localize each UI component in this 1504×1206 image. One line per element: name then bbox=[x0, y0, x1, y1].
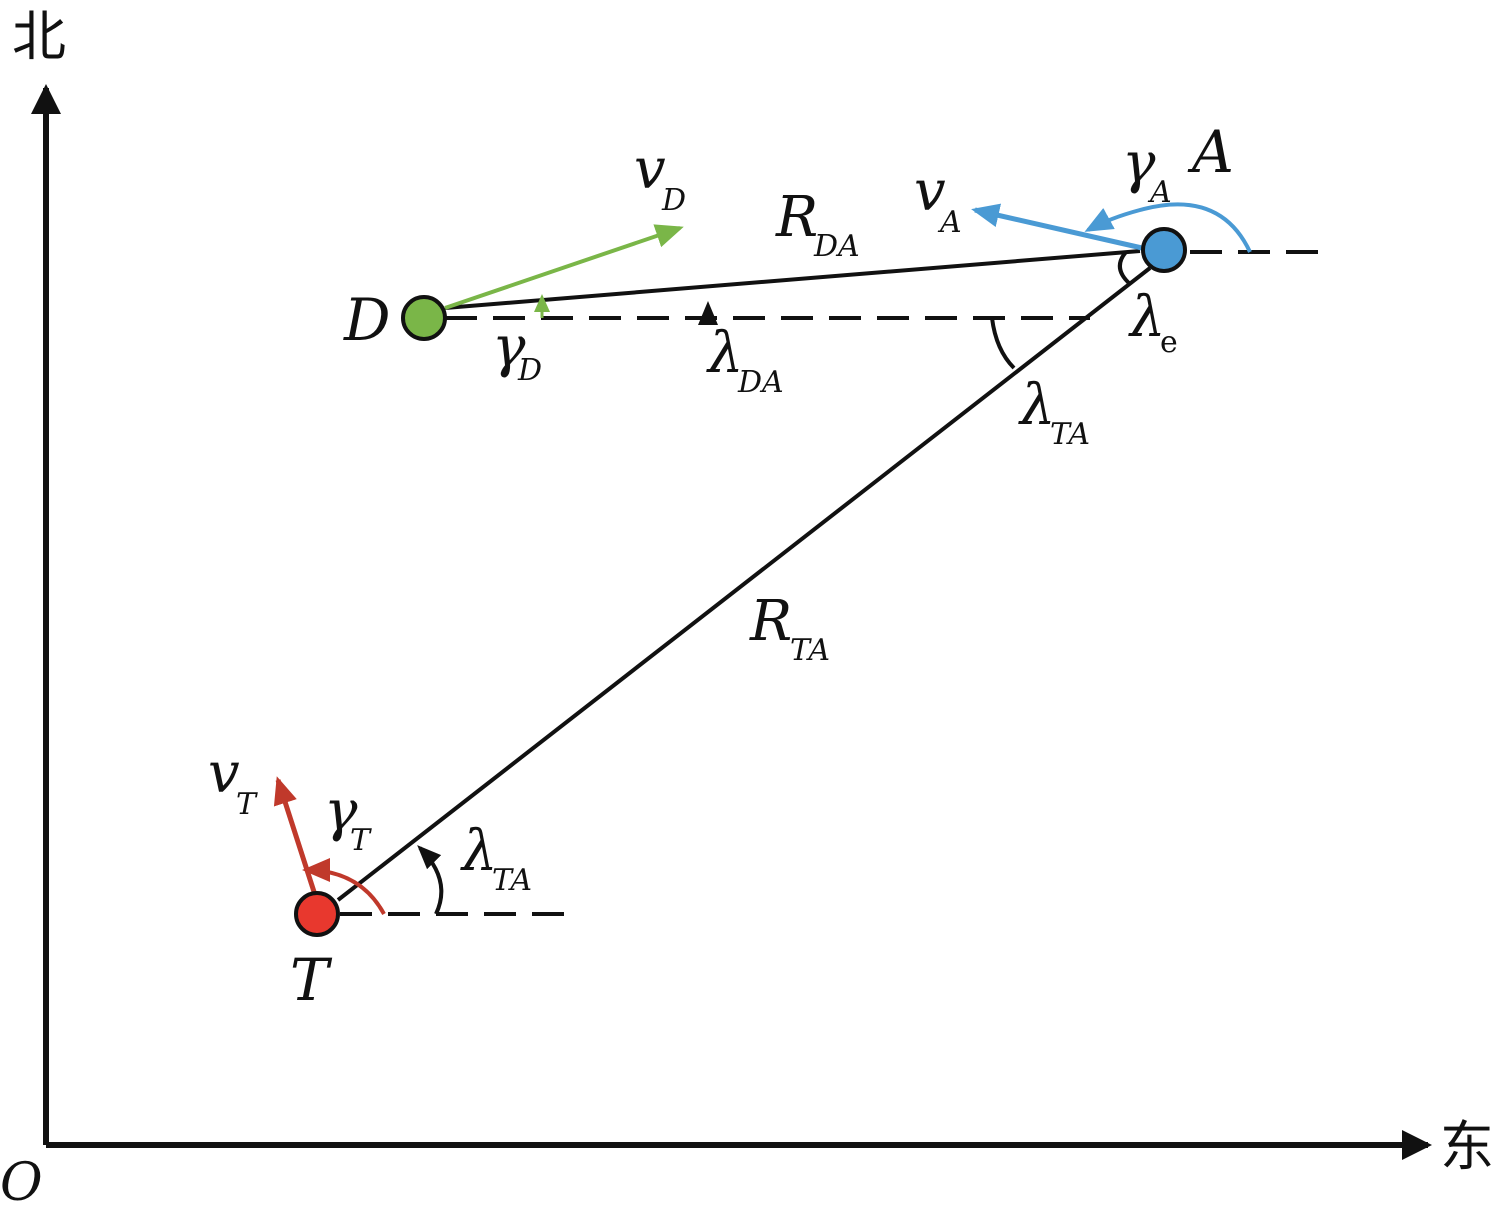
svg-text:λ: λ bbox=[460, 819, 498, 884]
line-R-TA bbox=[336, 266, 1152, 902]
svg-text:v: v bbox=[634, 137, 666, 202]
svg-text:A: A bbox=[937, 205, 962, 240]
label-lambda-TA-bottom: λ TA bbox=[460, 819, 532, 898]
gamma-A-arc bbox=[1084, 202, 1252, 253]
svg-text:T: T bbox=[350, 823, 372, 858]
svg-text:A: A bbox=[1147, 175, 1172, 210]
gamma-T-arc bbox=[302, 858, 386, 915]
label-lambda-DA: λ DA bbox=[706, 321, 784, 400]
label-gamma-D: γ D bbox=[492, 315, 542, 388]
svg-text:R: R bbox=[749, 589, 792, 654]
lambda-e-arc bbox=[1118, 250, 1132, 286]
v-D-vector bbox=[444, 224, 684, 310]
v-T-vector bbox=[273, 776, 319, 899]
east-axis-label: 东 bbox=[1440, 1115, 1494, 1178]
svg-text:λ: λ bbox=[706, 321, 744, 386]
point-D bbox=[401, 295, 447, 341]
label-gamma-T: γ T bbox=[324, 779, 372, 858]
label-v-T: v T bbox=[208, 741, 258, 822]
svg-text:DA: DA bbox=[737, 365, 784, 400]
label-v-A: v A bbox=[914, 159, 962, 240]
svg-text:DA: DA bbox=[813, 229, 860, 264]
lambda-TA-top-arc bbox=[990, 317, 1016, 370]
label-lambda-TA-top: λ TA bbox=[1018, 373, 1090, 452]
lambda-TA-bottom-arc bbox=[417, 845, 444, 915]
svg-text:D: D bbox=[661, 183, 686, 218]
label-R-TA: R TA bbox=[749, 589, 830, 668]
svg-text:λ: λ bbox=[1018, 373, 1056, 438]
point-T bbox=[294, 891, 340, 937]
svg-text:e: e bbox=[1160, 325, 1178, 360]
svg-text:v: v bbox=[914, 159, 946, 224]
svg-text:TA: TA bbox=[1050, 417, 1090, 452]
svg-text:R: R bbox=[775, 185, 818, 250]
svg-text:T: T bbox=[236, 787, 258, 822]
svg-text:γ: γ bbox=[324, 779, 358, 844]
svg-text:v: v bbox=[208, 741, 240, 806]
north-axis-label: 北 bbox=[12, 5, 66, 68]
point-A bbox=[1141, 227, 1187, 273]
svg-text:λ: λ bbox=[1128, 285, 1166, 350]
svg-text:D: D bbox=[517, 353, 542, 388]
label-gamma-A: γ A bbox=[1122, 131, 1172, 210]
svg-text:γ: γ bbox=[1122, 131, 1156, 196]
svg-text:γ: γ bbox=[492, 315, 526, 380]
label-v-D: v D bbox=[634, 137, 686, 218]
svg-text:TA: TA bbox=[492, 863, 532, 898]
point-A-label: A bbox=[1187, 118, 1234, 186]
line-R-DA bbox=[444, 249, 1141, 310]
origin-label: O bbox=[0, 1153, 43, 1206]
svg-text:TA: TA bbox=[790, 633, 830, 668]
label-lambda-e: λ e bbox=[1128, 285, 1178, 360]
point-T-label: T bbox=[290, 946, 333, 1014]
label-R-DA: R DA bbox=[775, 185, 860, 264]
point-D-label: D bbox=[343, 286, 391, 354]
v-A-vector bbox=[971, 203, 1143, 251]
